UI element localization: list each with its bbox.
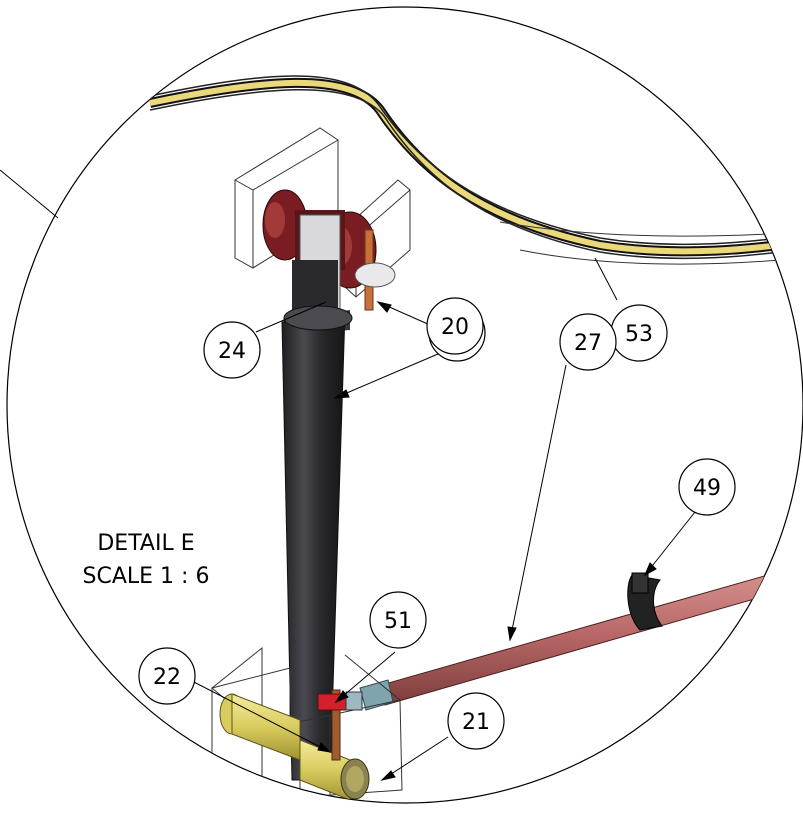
detail-caption-scale: SCALE 1 : 6 — [83, 564, 210, 589]
leader-lines — [189, 257, 696, 781]
svg-text:49: 49 — [693, 476, 721, 501]
balloon-53: 53 — [610, 304, 668, 362]
balloon-49: 49 — [678, 458, 736, 516]
balloon-51: 51 — [369, 591, 427, 649]
svg-text:22: 22 — [153, 665, 181, 690]
detail-caption-title: DETAIL E — [97, 531, 194, 556]
balloon-27: 27 — [559, 313, 617, 371]
balloon-21: 21 — [447, 692, 505, 750]
balloon-22: 22 — [138, 647, 196, 705]
svg-text:51: 51 — [384, 609, 412, 634]
svg-text:24: 24 — [218, 339, 246, 364]
collar-part-22 — [219, 693, 301, 761]
hose-part-53 — [148, 75, 803, 265]
detail-leader-line — [0, 169, 59, 219]
tube-part-27 — [359, 564, 803, 711]
svg-text:20: 20 — [441, 315, 469, 340]
cylinder-part-20 — [281, 214, 353, 781]
detail-circle — [6, 6, 803, 804]
svg-text:27: 27 — [574, 331, 602, 356]
svg-text:53: 53 — [625, 322, 653, 347]
balloon-24: 24 — [203, 321, 261, 379]
svg-text:21: 21 — [462, 710, 490, 735]
balloon-20: 20 — [426, 297, 484, 355]
clamp-part-49 — [627, 572, 663, 631]
pin-part-23 — [354, 229, 396, 311]
